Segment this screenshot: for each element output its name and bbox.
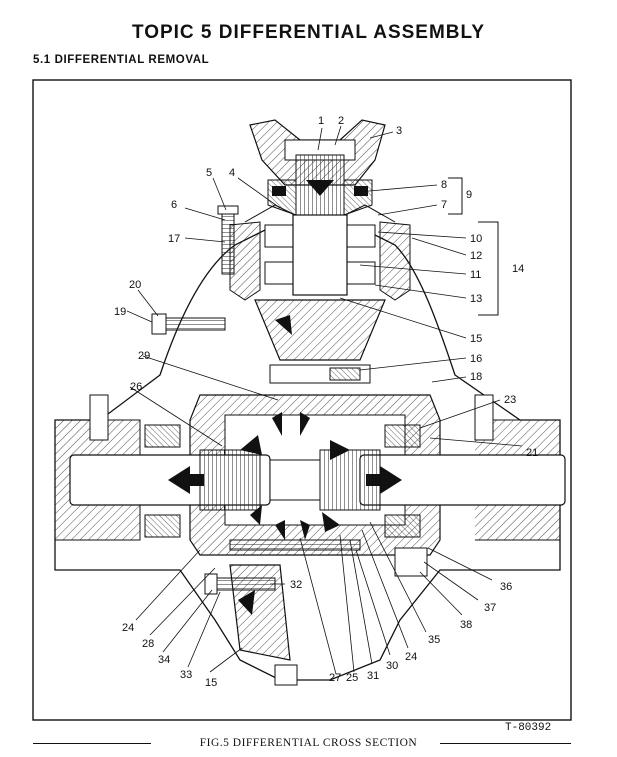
callout-label: 32: [290, 579, 302, 591]
callout-label: 4: [229, 167, 235, 179]
callout-label: 2: [338, 115, 344, 127]
callout-label: 24: [122, 622, 134, 634]
callout-label: 36: [500, 581, 512, 593]
callout-label: 33: [180, 669, 192, 681]
callout-label: 30: [386, 660, 398, 672]
callout-label: 6: [171, 199, 177, 211]
page-title: TOPIC 5 DIFFERENTIAL ASSEMBLY: [131, 22, 486, 43]
callout-label: 17: [168, 233, 180, 245]
callout-label: 34: [158, 654, 170, 666]
callout-label: 18: [470, 371, 482, 383]
callout-label: 23: [504, 394, 516, 406]
callout-labels: 1 2 3 4 5 6 7 8 9 10 11 12 13 14 15 16 1…: [114, 115, 538, 689]
callout-label: 10: [470, 233, 482, 245]
callout-label: 29: [138, 350, 150, 362]
callout-label: 25: [346, 672, 358, 684]
callout-label: 31: [367, 670, 379, 682]
callout-label: 35: [428, 634, 440, 646]
callout-label: 19: [114, 306, 126, 318]
callout-label: 20: [129, 279, 141, 291]
callout-label: 37: [484, 602, 496, 614]
callout-label: 21: [526, 447, 538, 459]
figure-caption: FIG.5 DIFFERENTIAL CROSS SECTION: [0, 737, 617, 749]
callout-label: 15: [470, 333, 482, 345]
callout-label: 11: [470, 269, 481, 281]
callout-label: 38: [460, 619, 472, 631]
callout-label: 1: [318, 115, 324, 127]
caption-rule-left: [33, 743, 151, 744]
caption-rule-right: [440, 743, 571, 744]
callout-label: 5: [206, 167, 212, 179]
callout-label: 26: [130, 381, 142, 393]
callout-label: 14: [512, 263, 524, 275]
figure-caption-text: FIG.5 DIFFERENTIAL CROSS SECTION: [193, 737, 424, 749]
callout-label: 15: [205, 677, 217, 689]
section-heading: 5.1 DIFFERENTIAL REMOVAL: [33, 54, 210, 66]
callout-label: 16: [470, 353, 482, 365]
callout-label: 28: [142, 638, 154, 650]
callout-label: 12: [470, 250, 482, 262]
callout-label: 9: [466, 189, 472, 201]
callout-label: 7: [441, 199, 447, 211]
callout-label: 8: [441, 179, 447, 191]
callout-label: 24: [405, 651, 417, 663]
callout-label: 3: [396, 125, 402, 137]
callout-label: 27: [329, 672, 341, 684]
callout-label: 13: [470, 293, 482, 305]
figure-code: T-80392: [505, 722, 552, 734]
